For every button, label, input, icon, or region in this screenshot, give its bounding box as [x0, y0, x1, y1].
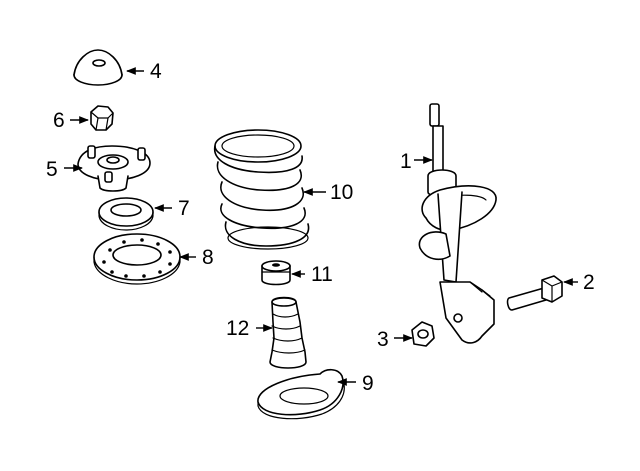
callout-6: 6 — [53, 109, 65, 132]
spring-seat-holes — [102, 238, 172, 278]
part-1-strut — [418, 103, 497, 344]
part-7-insulator-ring — [98, 197, 154, 231]
part-5-strut-mount — [77, 145, 151, 192]
callout-numbers: 4 6 5 7 8 10 11 12 9 1 2 3 — [46, 60, 595, 395]
callout-4: 4 — [150, 60, 162, 83]
callout-1: 1 — [400, 150, 412, 173]
callout-5: 5 — [46, 158, 58, 181]
part-3-nut — [411, 321, 435, 347]
callout-3: 3 — [377, 328, 389, 351]
callout-2: 2 — [583, 271, 595, 294]
part-6-nut — [90, 105, 114, 131]
part-12-dust-boot — [269, 296, 307, 369]
callout-10: 10 — [330, 181, 353, 204]
callout-8: 8 — [202, 246, 214, 269]
callout-11: 11 — [311, 263, 333, 286]
part-9-lower-insulator — [257, 368, 345, 420]
part-4-upper-cap — [73, 49, 123, 86]
callout-7: 7 — [178, 197, 190, 220]
callout-leaders — [64, 67, 578, 386]
callout-12: 12 — [226, 317, 249, 340]
part-8-spring-seat — [93, 233, 181, 285]
callout-9: 9 — [362, 372, 374, 395]
part-2-bolt — [506, 275, 563, 311]
part-10-coil-spring — [214, 129, 310, 250]
part-11-bump-stop — [261, 260, 291, 286]
